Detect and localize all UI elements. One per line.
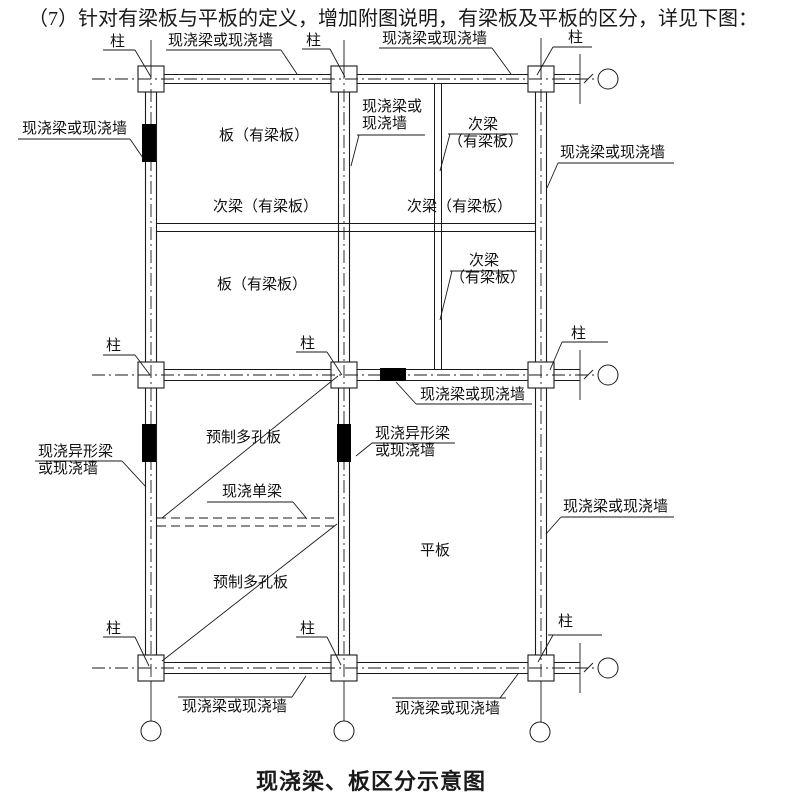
main-beam-lines (139, 66, 580, 678)
paragraph-title: （7）针对有梁板与平板的定义，增加附图说明，有梁板及平板的区分，详见下图： (28, 8, 758, 30)
label-column-top-right: 柱 (568, 30, 584, 46)
label-column-mid-mid: 柱 (300, 336, 316, 352)
grid-bubble (597, 68, 619, 90)
precast-slab-diagonals (161, 375, 339, 662)
label-column-bot-left: 柱 (106, 621, 122, 637)
label-irregular-beam-right: 现浇异形梁 或现浇墙 (375, 426, 451, 459)
grid-bubble (597, 657, 619, 679)
label-beam-wall-bottom-2: 现浇梁或现浇墙 (395, 701, 501, 717)
label-sub-beam-mid-right: 次梁 （有梁板） (450, 253, 526, 286)
column-squares (137, 65, 555, 682)
label-sub-beam-upper-right: 次梁 （有梁板） (448, 117, 524, 150)
grid-bubble (529, 721, 551, 743)
label-cast-single-beam: 现浇单梁 (222, 484, 283, 500)
secondary-beam-lines (156, 84, 536, 370)
label-slab-with-beam-1: 板（有梁板） (219, 128, 310, 144)
label-column-top-mid: 柱 (306, 33, 322, 49)
label-column-mid-left: 柱 (106, 338, 122, 354)
label-slab-with-beam-2: 板（有梁板） (217, 277, 308, 293)
label-sub-beam-left: 次梁（有梁板） (213, 199, 319, 215)
label-beam-wall-left: 现浇梁或现浇墙 (22, 121, 128, 137)
label-irregular-beam-left: 现浇异形梁 或现浇墙 (38, 444, 114, 477)
label-beam-wall-mid-axis: 现浇梁或现浇墙 (420, 387, 526, 403)
grid-bubble (333, 720, 355, 742)
label-beam-wall-right-2: 现浇梁或现浇墙 (563, 499, 669, 515)
label-precast-slab-1: 预制多孔板 (206, 430, 282, 446)
grid-axis-lines (92, 66, 597, 679)
grid-bubbles (140, 68, 619, 743)
label-beam-wall-top-2: 现浇梁或现浇墙 (382, 31, 488, 47)
dashed-single-beam (157, 517, 338, 527)
label-column-top-left: 柱 (110, 34, 126, 50)
label-precast-slab-2: 预制多孔板 (213, 575, 289, 591)
label-column-bot-mid: 柱 (300, 621, 316, 637)
leader-lines (18, 46, 674, 699)
label-flat-slab: 平板 (420, 543, 451, 559)
grid-bubble (597, 364, 619, 386)
axis-extension-lines (150, 38, 594, 722)
label-column-mid-right: 柱 (571, 326, 587, 342)
label-beam-wall-right-1: 现浇梁或现浇墙 (560, 145, 666, 161)
grid-bubble (140, 720, 162, 742)
label-sub-beam-right: 次梁（有梁板） (407, 199, 513, 215)
label-beam-wall-top-1: 现浇梁或现浇墙 (168, 33, 274, 49)
label-beam-wall-bottom-1: 现浇梁或现浇墙 (182, 699, 288, 715)
solid-beam-marks (142, 124, 406, 462)
figure-caption: 现浇梁、板区分示意图 (256, 769, 487, 794)
label-column-bot-right: 柱 (558, 614, 574, 630)
label-beam-wall-mid-wrapped: 现浇梁或 现浇墙 (362, 99, 423, 132)
